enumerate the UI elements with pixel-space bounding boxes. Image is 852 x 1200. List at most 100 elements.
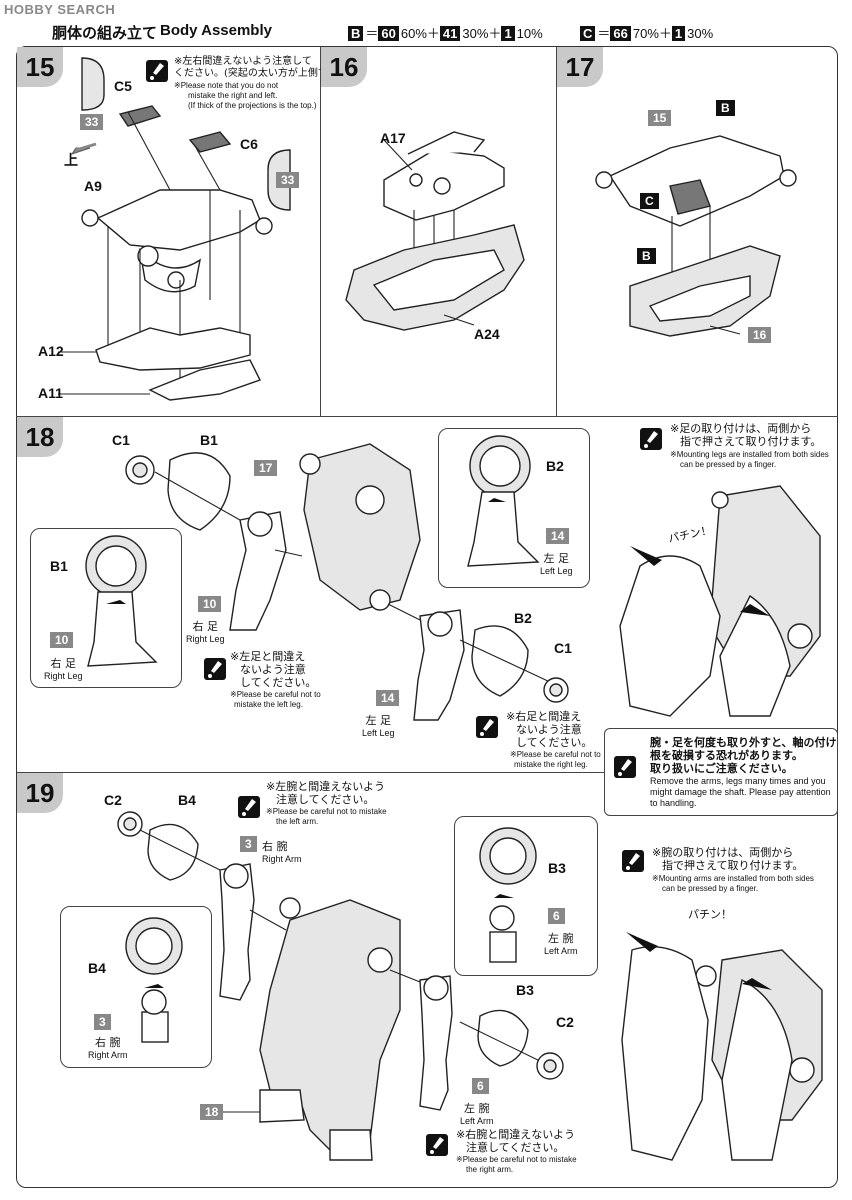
callout-left-arm-drawing	[479, 827, 537, 963]
formula-b-pct1: 60%	[400, 26, 427, 41]
hand-left	[619, 555, 721, 717]
right-arm-en: Right Arm	[262, 854, 302, 864]
left-arm-jp: 左 腕	[464, 1102, 490, 1115]
warning-box	[604, 728, 838, 816]
label-b2: B2	[514, 610, 532, 626]
label-c2-left: C2	[104, 792, 122, 808]
formula-c-pct2: 30%	[687, 26, 714, 41]
callout-right-leg-en: Right Leg	[44, 671, 83, 681]
step-18-side-note-en-1: ※Mounting legs are installed from both s…	[670, 450, 829, 459]
label-b4: B4	[178, 792, 196, 808]
label-a24: A24	[474, 326, 500, 342]
step-18-note2-jp-1: ※右足と間違え	[506, 710, 582, 723]
step-19-side-note-jp-2: 指で押さえて取り付けます。	[662, 859, 804, 872]
note-icon	[622, 850, 644, 872]
step-15-number: 15	[17, 47, 63, 87]
label-c2-right: C2	[556, 1014, 574, 1030]
step-15-note-en-1: ※Please note that you do not	[174, 81, 279, 90]
label-a11: A11	[38, 385, 63, 401]
label-b3: B3	[516, 982, 534, 998]
right-arm-jp: 右 腕	[262, 840, 288, 853]
paint-c: C	[640, 193, 659, 209]
title-english: Body Assembly	[160, 22, 272, 39]
callout-left-leg-jp: 左 足	[543, 552, 570, 565]
ref-18: 18	[200, 1104, 224, 1120]
callout-right-leg-drawing	[85, 535, 158, 667]
label-c5: C5	[114, 78, 132, 94]
step-19-note2-jp-1: ※右腕と間違えないよう	[456, 1128, 575, 1141]
paint-b-top: B	[716, 100, 735, 116]
left-arm-part	[419, 975, 453, 1111]
left-leg-en: Left Leg	[362, 728, 395, 738]
b3-shell	[477, 1009, 529, 1067]
note-icon	[476, 716, 498, 738]
ref-step-15: 15	[648, 110, 672, 126]
paint-b-bottom: B	[637, 248, 656, 264]
c5-side-view	[81, 57, 105, 111]
warning-jp-3: 取り扱いにご注意ください。	[650, 762, 793, 775]
step-18-note1-en-1: ※Please be careful not to	[230, 690, 321, 699]
step-18-hand-illustration	[619, 485, 821, 717]
step-19-note1-jp-1: ※左腕と間違えないよう	[266, 780, 385, 793]
hand-left	[621, 945, 709, 1161]
formula-b-pct2: 30%	[462, 26, 489, 41]
note-icon	[426, 1134, 448, 1156]
label-a12: A12	[38, 343, 64, 359]
step-15-note-jp-2: ください。(突起の太い方が上側です。)	[174, 68, 346, 79]
right-arm-part	[219, 863, 255, 1001]
warning-en-1: Remove the arms, legs many times and you	[650, 776, 826, 786]
formula-c-eq: ＝	[597, 26, 611, 41]
label-b1: B1	[200, 432, 218, 448]
label-c1-left: C1	[112, 432, 130, 448]
step-19-side-note-jp-1: ※腕の取り付けは、両側から	[652, 846, 794, 859]
page-frame	[16, 46, 838, 1188]
ref-step-17: 17	[254, 460, 278, 476]
color-code-33-right: 33	[276, 172, 300, 188]
label-c1-right: C1	[554, 640, 572, 656]
label-c6: C6	[240, 136, 258, 152]
step-18-number: 18	[17, 417, 63, 457]
step-19-side-note-en-2: can be pressed by a finger.	[662, 884, 759, 893]
note-icon	[640, 428, 662, 450]
formula-c-color2: 1	[671, 26, 686, 41]
ref-3: 3	[240, 836, 257, 852]
callout-label-b3: B3	[548, 860, 566, 876]
callout-ref-10: 10	[50, 632, 74, 648]
hand-right	[719, 594, 791, 717]
step-18-note1-jp-3: してください。	[240, 676, 317, 689]
step-16-drawing	[345, 131, 525, 331]
step-18-note2-en-1: ※Please be careful not to	[510, 750, 601, 759]
callout-label-b4: B4	[88, 960, 106, 976]
step-16-number: 16	[321, 47, 367, 87]
warning-jp-2: 根を破損する恐れがあります。	[650, 749, 803, 762]
step-19-note1-en-2: the left arm.	[276, 817, 319, 826]
callout-label-b2: B2	[546, 458, 564, 474]
callout-left-arm-en: Left Arm	[544, 946, 578, 956]
step-19-hand-illustration	[621, 932, 823, 1161]
step-19-snap-sound: パチン！	[688, 908, 732, 921]
left-arm-en: Left Arm	[460, 1116, 494, 1126]
step-18-note2-jp-2: ないよう注意	[516, 723, 582, 736]
c6-part	[188, 131, 232, 153]
step-18-note1-jp-1: ※左足と間違え	[230, 650, 306, 663]
shoulder-ball-right	[255, 217, 273, 235]
left-leg-part	[413, 609, 465, 721]
ref-step-16: 16	[748, 327, 772, 343]
a9-frame	[96, 189, 261, 251]
step-18-note1-jp-2: ないよう注意	[240, 663, 306, 676]
step-18-note2-jp-3: してください。	[516, 736, 593, 749]
callout-left-leg-drawing	[467, 435, 540, 567]
step-15-note-en-2: mistake the right and left.	[188, 91, 278, 100]
label-a9: A9	[84, 178, 102, 194]
step-18-side-note-en-2: can be pressed by a finger.	[680, 460, 777, 469]
formula-b-plus1: ＋	[426, 26, 440, 41]
step-15-note-en-3: (If thick of the projections is the top.…	[188, 101, 317, 110]
formula-b-color2: 41	[439, 26, 461, 41]
